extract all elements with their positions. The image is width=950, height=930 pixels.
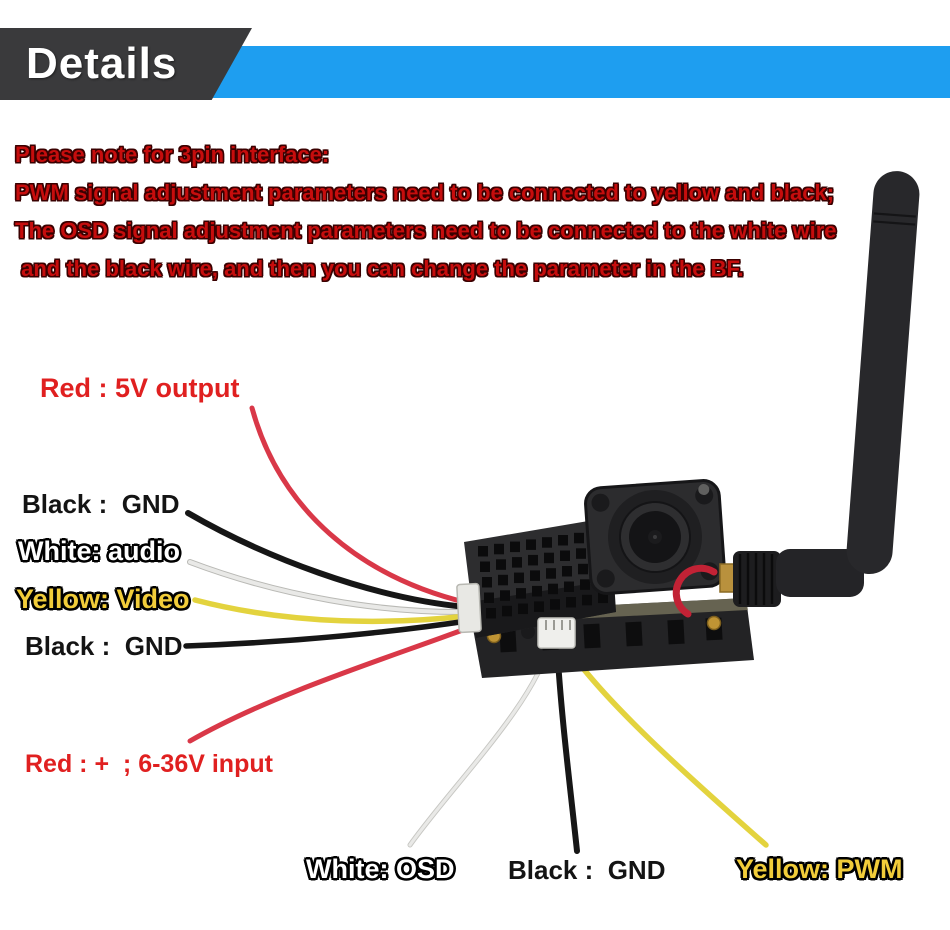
label-black-gnd-3: Black : GND bbox=[508, 855, 666, 885]
wire-black-gnd-3 bbox=[554, 642, 580, 854]
label-black-gnd-2: Black : GND bbox=[25, 631, 183, 661]
nut-knurling bbox=[738, 553, 774, 605]
fan-blades bbox=[620, 503, 690, 571]
label-black-gnd-1: Black : GND bbox=[22, 489, 180, 519]
details-header: Details bbox=[0, 28, 252, 100]
fan-screw bbox=[698, 483, 710, 495]
wire-black-gnd-2 bbox=[183, 618, 470, 649]
antenna bbox=[846, 171, 920, 575]
deck-slots bbox=[499, 617, 723, 653]
wire-black-gnd-1 bbox=[185, 510, 469, 610]
left-wire-harness bbox=[183, 405, 471, 744]
label-white-audio: White: audio bbox=[18, 536, 180, 566]
antenna-ring bbox=[873, 220, 916, 226]
antenna-elbow-barrel bbox=[776, 549, 864, 597]
label-yellow-video: Yellow: Video bbox=[16, 584, 190, 614]
label-red-power-input: Red : + ; 6-36V input bbox=[25, 750, 273, 778]
wire-red-5v bbox=[249, 405, 471, 606]
note-line: Please note for 3pin interface: bbox=[15, 142, 330, 167]
label-white-osd: White: OSD bbox=[306, 854, 455, 884]
jst-3pin-pins bbox=[545, 620, 571, 630]
wire-yellow-pwm bbox=[561, 639, 769, 848]
jst-5pin-connector bbox=[456, 582, 482, 634]
wire-white-audio-edge bbox=[187, 559, 470, 616]
fan-corner-hole bbox=[596, 569, 615, 588]
red-loop-wire bbox=[672, 564, 718, 618]
note-paragraph: Please note for 3pin interface: PWM sign… bbox=[15, 136, 915, 288]
jst-3pin-connector bbox=[537, 617, 576, 649]
note-line: PWM signal adjustment parameters need to… bbox=[15, 180, 835, 205]
wire-white-audio bbox=[188, 560, 469, 615]
antenna-ring bbox=[873, 212, 916, 218]
label-yellow-pwm: Yellow: PWM bbox=[736, 854, 903, 884]
note-line: The OSD signal adjustment parameters nee… bbox=[15, 218, 837, 243]
wire-red-power bbox=[187, 625, 471, 744]
fan-corner-hole bbox=[591, 493, 610, 512]
bottom-wire-harness bbox=[407, 639, 769, 854]
page-title: Details bbox=[26, 39, 178, 88]
label-red-5v-output: Red : 5V output bbox=[40, 373, 240, 403]
fan-hub-dot bbox=[653, 535, 657, 539]
antenna-rod bbox=[846, 171, 920, 575]
note-line: and the black wire, and then you can cha… bbox=[15, 256, 744, 281]
gold-standoff-right bbox=[706, 615, 722, 631]
transmitter-device bbox=[456, 171, 920, 678]
cooling-fan bbox=[584, 479, 726, 595]
wire-yellow-video bbox=[192, 597, 470, 625]
